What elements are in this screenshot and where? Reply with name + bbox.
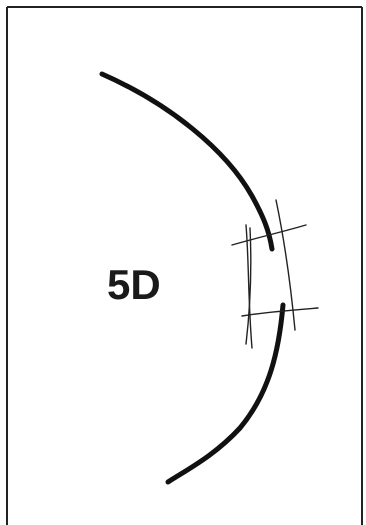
lower-arc [168,305,283,482]
figure-label: 5D [107,264,207,306]
upper-arc [102,74,272,249]
suture-lines [232,200,318,348]
